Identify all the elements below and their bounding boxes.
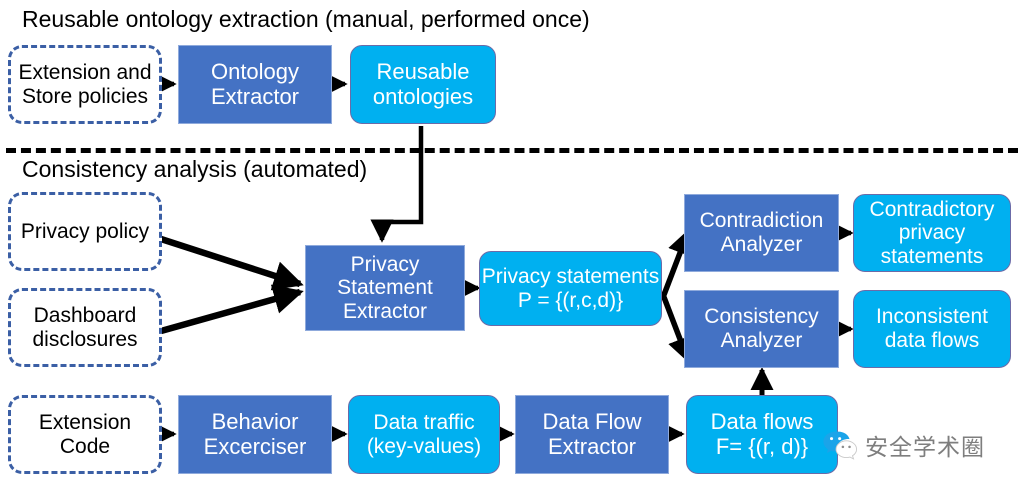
node-privacy-statement-extractor[interactable]: Privacy Statement Extractor	[305, 245, 465, 331]
wechat-logo-icon	[822, 430, 858, 460]
node-label: Contradictory privacy statements	[869, 197, 995, 268]
phase-divider	[6, 148, 1018, 153]
node-contradictory-privacy-statements[interactable]: Contradictory privacy statements	[853, 194, 1011, 272]
node-data-traffic[interactable]: Data traffic (key-values)	[348, 395, 500, 474]
section-title-reusable-ontology-extraction: Reusable ontology extraction (manual, pe…	[22, 6, 590, 32]
watermark: 安全学术圈	[822, 428, 985, 462]
node-label: Consistency Analyzer	[704, 305, 819, 352]
node-label: Contradiction Analyzer	[699, 209, 824, 256]
node-privacy-policy[interactable]: Privacy policy	[8, 192, 162, 271]
node-extension-code[interactable]: Extension Code	[8, 395, 162, 474]
node-label: Privacy statements P = {(r,c,d)}	[481, 264, 660, 312]
node-dashboard-disclosures[interactable]: Dashboard disclosures	[8, 288, 162, 367]
node-data-flow-extractor[interactable]: Data Flow Extractor	[515, 395, 669, 474]
node-label: Inconsistent data flows	[875, 305, 989, 352]
node-inconsistent-data-flows[interactable]: Inconsistent data flows	[853, 290, 1011, 368]
node-extension-and-store-policies[interactable]: Extension and Store policies	[8, 45, 162, 124]
node-contradiction-analyzer[interactable]: Contradiction Analyzer	[684, 194, 839, 272]
node-label: Ontology Extractor	[210, 58, 300, 109]
node-ontology-extractor[interactable]: Ontology Extractor	[178, 45, 332, 124]
node-label: Data traffic (key-values)	[366, 410, 482, 458]
node-data-flows[interactable]: Data flows F= {(r, d)}	[686, 395, 838, 474]
node-consistency-analyzer[interactable]: Consistency Analyzer	[684, 290, 839, 368]
watermark-text: 安全学术圈	[865, 434, 985, 460]
node-behavior-excerciser[interactable]: Behavior Excerciser	[178, 395, 332, 474]
node-label: Data Flow Extractor	[542, 408, 642, 459]
arrow-privacy-policy-to-extractor	[159, 235, 304, 291]
node-label: Extension Code	[38, 410, 132, 458]
node-label: Extension and Store policies	[18, 60, 152, 108]
node-label: Data flows F= {(r, d)}	[710, 408, 814, 459]
node-reusable-ontologies[interactable]: Reusable ontologies	[350, 45, 496, 124]
arrow-reusable-ontologies-to-privacy-statement-extractor	[370, 126, 424, 243]
section-title-consistency-analysis: Consistency analysis (automated)	[22, 156, 368, 182]
node-label: Dashboard disclosures	[32, 303, 138, 351]
node-label: Reusable ontologies	[372, 58, 474, 109]
arrow-dashboard-disclosures-to-extractor	[160, 284, 304, 335]
node-label: Privacy policy	[20, 219, 150, 243]
node-label: Behavior Excerciser	[203, 408, 307, 459]
node-label: Privacy Statement Extractor	[337, 252, 433, 323]
node-privacy-statements[interactable]: Privacy statements P = {(r,c,d)}	[479, 251, 662, 326]
